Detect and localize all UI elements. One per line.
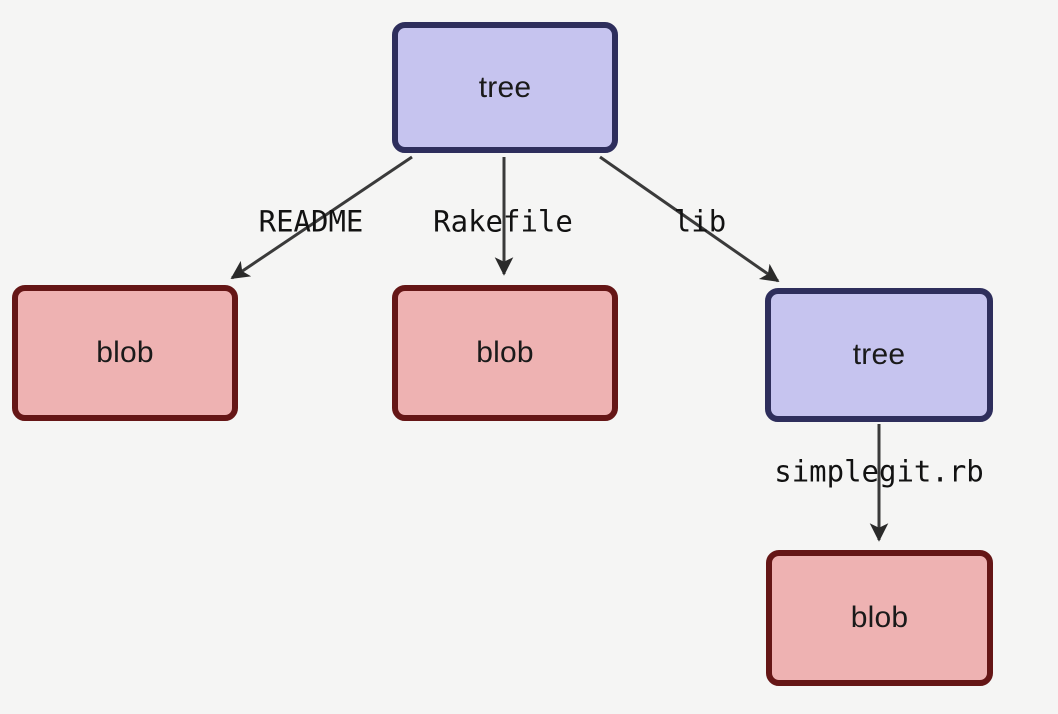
node-label: tree xyxy=(478,70,532,104)
node-tree-root[interactable]: tree xyxy=(392,22,618,153)
node-label: tree xyxy=(852,338,906,371)
node-blob-rakefile[interactable]: blob xyxy=(392,285,618,421)
edge-label-edge-readme: README xyxy=(258,204,364,239)
node-tree-lib[interactable]: tree xyxy=(765,288,993,422)
node-blob-readme[interactable]: blob xyxy=(12,285,238,421)
edge-label-edge-simplegit: simplegit.rb xyxy=(774,454,984,489)
node-label: blob xyxy=(96,336,154,369)
edge-label-edge-lib: lib xyxy=(673,204,727,239)
node-blob-simplegit[interactable]: blob xyxy=(766,550,993,686)
node-label: blob xyxy=(476,336,534,369)
edge-label-edge-rakefile: Rakefile xyxy=(433,204,573,239)
node-label: blob xyxy=(850,601,909,634)
